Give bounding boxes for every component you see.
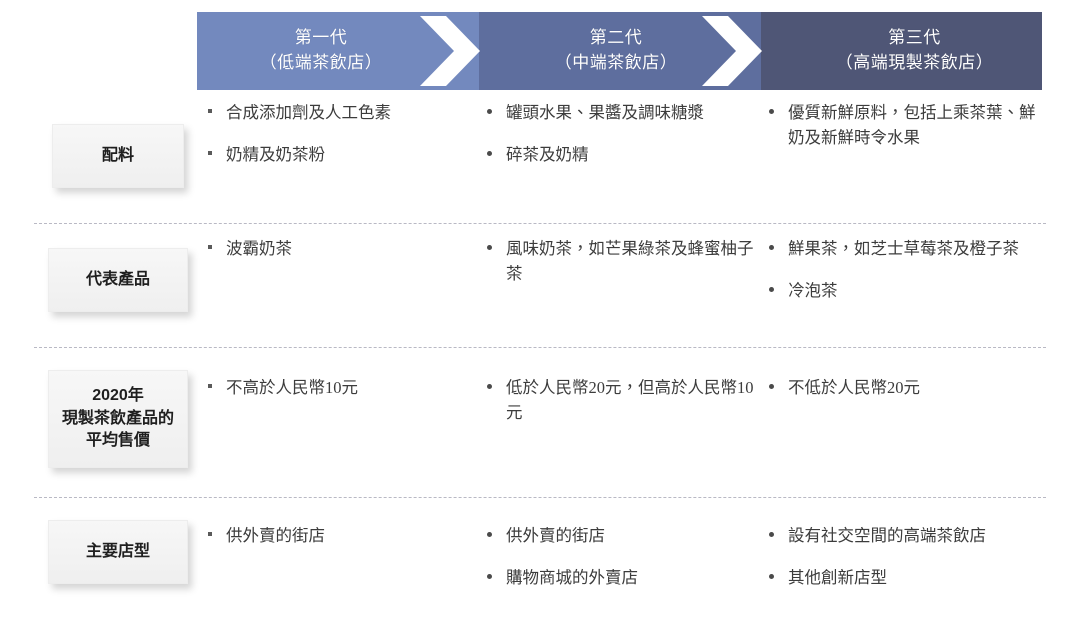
list-item: 低於人民幣20元，但高於人民幣10元 [480, 375, 760, 425]
row-label-representative-products-text: 代表產品 [85, 270, 150, 288]
list-item: 合成添加劑及人工色素 [200, 100, 475, 125]
row-label-average-price-2020: 2020年 現製茶飲產品的 平均售價 [48, 370, 188, 468]
generation-band-1: 第一代 （低端茶飲店） [197, 12, 479, 90]
row-label-main-store-types-text: 主要店型 [85, 542, 150, 560]
list-item: 碎茶及奶精 [480, 142, 760, 167]
row-label-ingredients: 配料 [52, 124, 184, 188]
bullet-list: 風味奶茶，如芒果綠茶及蜂蜜柚子茶 [480, 236, 760, 286]
cell-average-price-gen3: 不低於人民幣20元 [762, 375, 1044, 400]
row-label-ingredients-text: 配料 [101, 146, 134, 164]
list-item: 其他創新店型 [762, 565, 1044, 590]
list-item: 風味奶茶，如芒果綠茶及蜂蜜柚子茶 [480, 236, 760, 286]
list-item: 供外賣的街店 [200, 523, 475, 548]
bullet-list: 鮮果茶，如芝士草莓茶及橙子茶冷泡茶 [762, 236, 1044, 303]
generation-banner: 第一代 （低端茶飲店） 第二代 （中端茶飲店） 第三代 （高端現製茶飲店） [197, 12, 1042, 90]
cell-representative-products-gen2: 風味奶茶，如芒果綠茶及蜂蜜柚子茶 [480, 236, 760, 286]
bullet-list: 合成添加劑及人工色素奶精及奶茶粉 [200, 100, 475, 167]
cell-ingredients-gen3: 優質新鮮原料，包括上乘茶葉、鮮奶及新鮮時令水果 [762, 100, 1044, 150]
row-label-representative-products: 代表產品 [48, 248, 188, 312]
cell-store-types-gen2: 供外賣的街店購物商城的外賣店 [480, 523, 760, 590]
row-divider-2 [34, 347, 1046, 348]
list-item: 鮮果茶，如芝士草莓茶及橙子茶 [762, 236, 1044, 261]
cell-representative-products-gen3: 鮮果茶，如芝士草莓茶及橙子茶冷泡茶 [762, 236, 1044, 303]
cell-ingredients-gen1: 合成添加劑及人工色素奶精及奶茶粉 [200, 100, 475, 167]
row-divider-1 [34, 223, 1046, 224]
list-item: 購物商城的外賣店 [480, 565, 760, 590]
bullet-list: 不低於人民幣20元 [762, 375, 1044, 400]
bullet-list: 供外賣的街店 [200, 523, 475, 548]
list-item: 供外賣的街店 [480, 523, 760, 548]
cell-store-types-gen3: 設有社交空間的高端茶飲店其他創新店型 [762, 523, 1044, 590]
list-item: 波霸奶茶 [200, 236, 475, 261]
generation-band-2-title: 第二代 （中端茶飲店） [554, 28, 678, 72]
row-label-average-price-2020-text: 2020年 現製茶飲產品的 平均售價 [61, 386, 174, 450]
list-item: 罐頭水果、果醬及調味糖漿 [480, 100, 760, 125]
bullet-list: 設有社交空間的高端茶飲店其他創新店型 [762, 523, 1044, 590]
row-label-main-store-types: 主要店型 [48, 520, 188, 584]
bullet-list: 供外賣的街店購物商城的外賣店 [480, 523, 760, 590]
cell-representative-products-gen1: 波霸奶茶 [200, 236, 475, 261]
generation-band-3: 第三代 （高端現製茶飲店） [761, 12, 1042, 90]
list-item: 奶精及奶茶粉 [200, 142, 475, 167]
cell-ingredients-gen2: 罐頭水果、果醬及調味糖漿碎茶及奶精 [480, 100, 760, 167]
list-item: 優質新鮮原料，包括上乘茶葉、鮮奶及新鮮時令水果 [762, 100, 1044, 150]
list-item: 不低於人民幣20元 [762, 375, 1044, 400]
row-divider-3 [34, 497, 1046, 498]
cell-average-price-gen1: 不高於人民幣10元 [200, 375, 475, 400]
bullet-list: 優質新鮮原料，包括上乘茶葉、鮮奶及新鮮時令水果 [762, 100, 1044, 150]
cell-average-price-gen2: 低於人民幣20元，但高於人民幣10元 [480, 375, 760, 425]
bullet-list: 低於人民幣20元，但高於人民幣10元 [480, 375, 760, 425]
list-item: 不高於人民幣10元 [200, 375, 475, 400]
bullet-list: 不高於人民幣10元 [200, 375, 475, 400]
list-item: 設有社交空間的高端茶飲店 [762, 523, 1044, 548]
bullet-list: 罐頭水果、果醬及調味糖漿碎茶及奶精 [480, 100, 760, 167]
generation-band-1-title: 第一代 （低端茶飲店） [259, 28, 383, 72]
cell-store-types-gen1: 供外賣的街店 [200, 523, 475, 548]
bullet-list: 波霸奶茶 [200, 236, 475, 261]
generation-band-3-title: 第三代 （高端現製茶飲店） [835, 28, 994, 72]
generation-band-2: 第二代 （中端茶飲店） [479, 12, 761, 90]
list-item: 冷泡茶 [762, 278, 1044, 303]
